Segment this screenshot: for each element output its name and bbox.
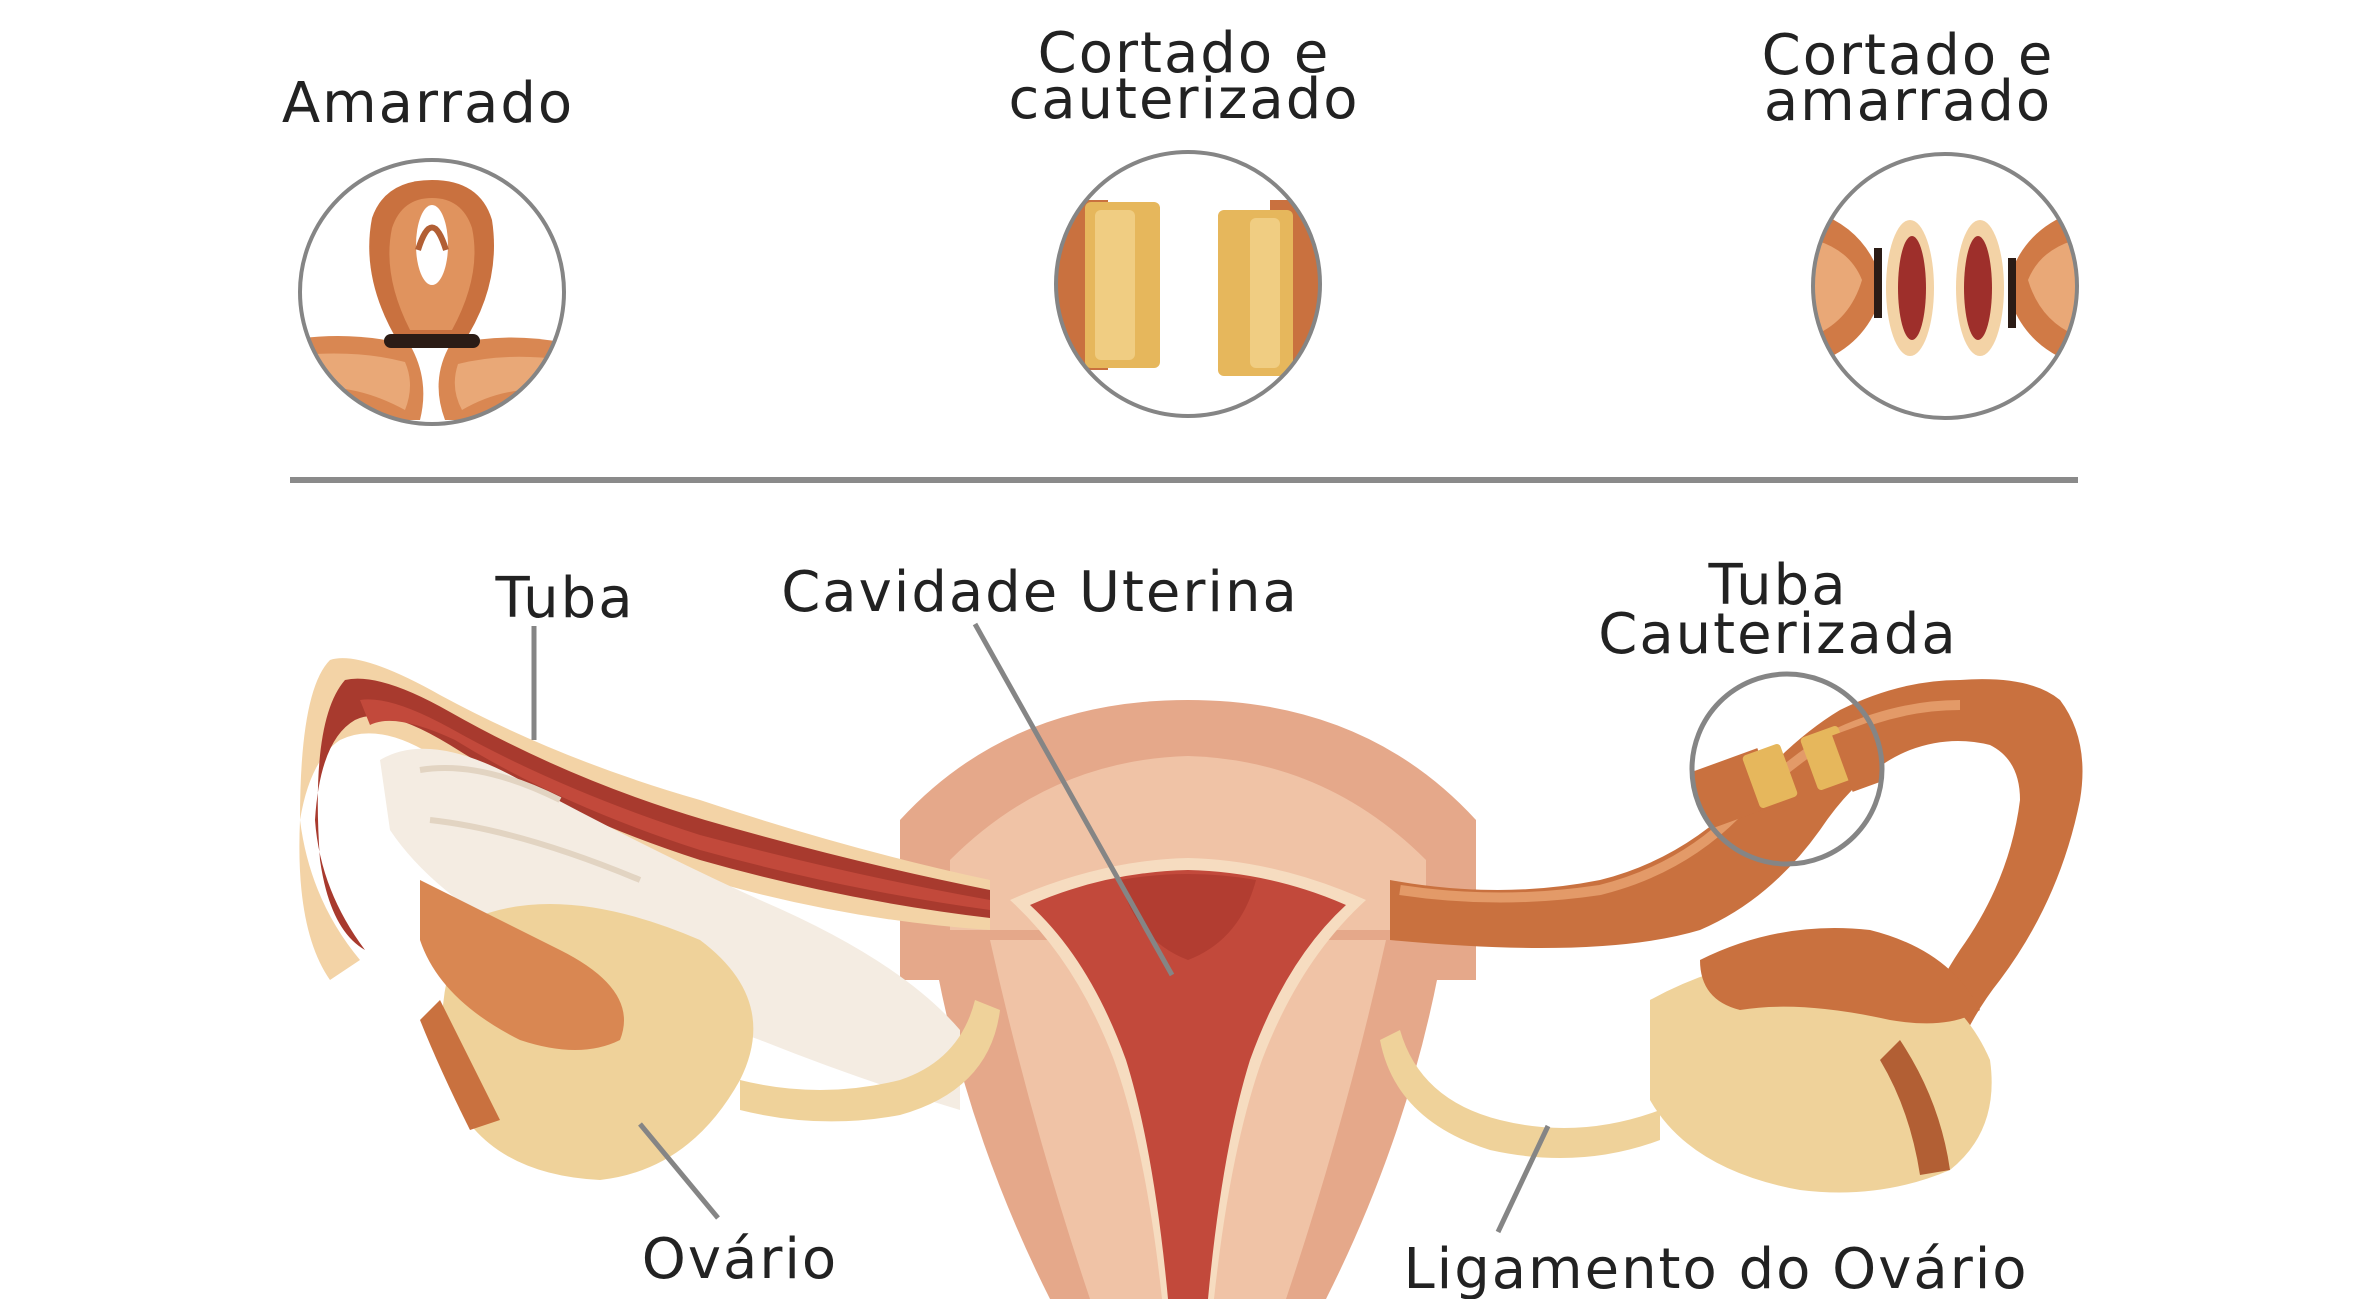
label-ovary: Ovário: [642, 1227, 838, 1292]
label-tube: Tuba: [494, 566, 634, 631]
cut-tied-illustration: [1811, 152, 2079, 420]
label-tied: Amarrado: [282, 71, 574, 136]
leader-ovary: [638, 1122, 720, 1220]
tied-tube-illustration: [298, 158, 566, 426]
leader-cavity: [972, 622, 1175, 977]
label-cut-cauterized-line1: Cortado e: [1038, 21, 1331, 86]
cut-cauterized-illustration: [1054, 150, 1322, 418]
cauterized-zoom-circle: [1689, 671, 1885, 867]
label-cut-cauterized-line2: cauterizado: [1008, 67, 1359, 132]
label-cauterized-tube-line1: Tuba: [1707, 553, 1847, 618]
label-cut-tied-line2: amarrado: [1764, 69, 2052, 134]
label-cut-tied-line1: Cortado e: [1762, 23, 2055, 88]
leader-ligament: [1495, 1124, 1551, 1234]
label-uterine-cavity: Cavidade Uterina: [781, 560, 1299, 625]
label-cauterized-tube-line2: Cauterizada: [1598, 602, 1957, 667]
label-ovary-ligament: Ligamento do Ovário: [1403, 1237, 2028, 1299]
ligature-band: [384, 334, 480, 348]
uterus-illustration: [299, 658, 2083, 1299]
